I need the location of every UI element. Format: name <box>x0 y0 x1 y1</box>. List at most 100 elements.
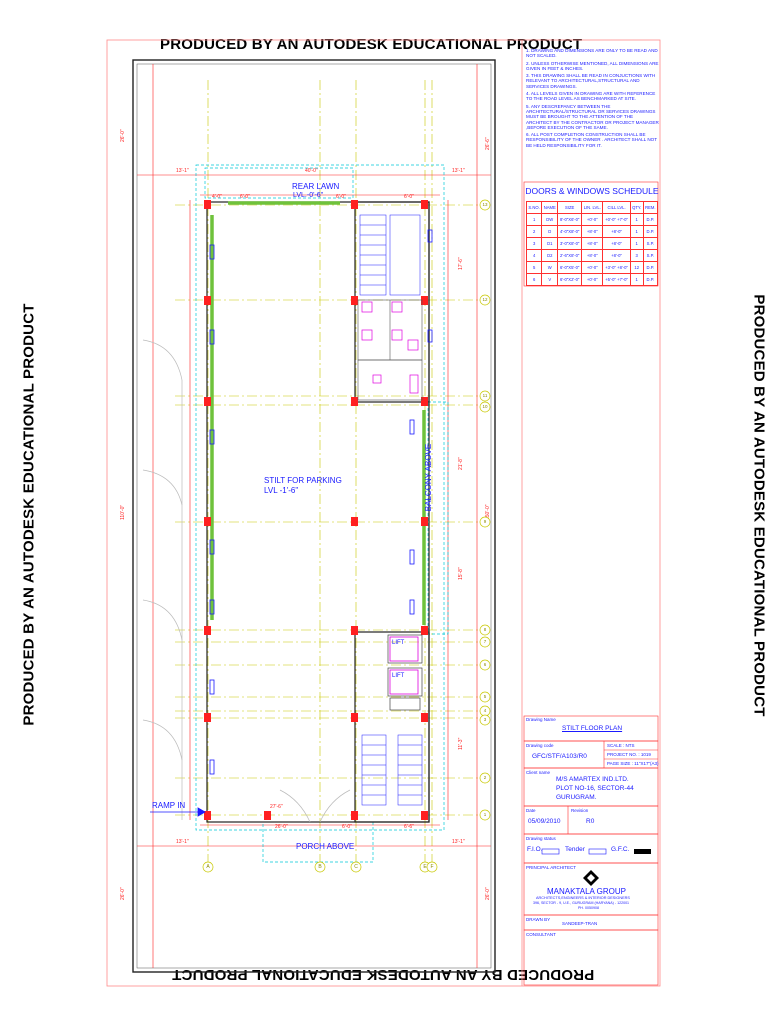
svg-text:4'-0": 4'-0" <box>212 194 222 200</box>
windows <box>209 229 433 775</box>
schedule-cell: 2 <box>525 225 543 238</box>
schedule-cell: +8'-0" <box>602 237 631 250</box>
schedule-cell: D <box>541 225 559 238</box>
svg-text:26'-0": 26'-0" <box>120 887 126 900</box>
status-fio: F.I.O. <box>527 846 543 853</box>
svg-text:40'-0": 40'-0" <box>305 168 318 174</box>
svg-text:6'-0": 6'-0" <box>336 194 346 200</box>
toilet-fixtures <box>361 301 419 394</box>
schedule-cell: 1 <box>629 213 644 226</box>
schedule-cell: D.P. <box>642 273 659 286</box>
dimension-text: 13'-1" 13'-1" 13'-1" 13'-1" 40'-0" 27'-6… <box>120 129 491 900</box>
firm-name: MANAKTALA GROUP <box>547 887 626 896</box>
status-gfc: G.F.C. <box>611 846 630 853</box>
schedule-cell: 5 <box>525 261 543 274</box>
consultant-label: CONSULTANT <box>526 932 556 937</box>
schedule-title: DOORS & WINDOWS SCHEDULE <box>525 186 659 196</box>
ramp-arrow <box>150 807 206 817</box>
schedule-cell: S.P. <box>642 237 659 250</box>
schedule-cell: 1 <box>525 213 543 226</box>
schedule-header: LIN. LVL. <box>581 201 604 214</box>
schedule-cell: 3'-0"X8'-0" <box>557 237 583 250</box>
client-line-1: M/S AMARTEX IND.LTD. <box>556 776 629 783</box>
columns <box>204 200 428 820</box>
grid-bubble-label: 13 <box>482 202 488 207</box>
grid-bubble-label: 8 <box>483 627 487 632</box>
table-row: 6 V 6'-0"X2'-0" +0'-0" +5'-0" +7'-0" 1 D… <box>525 273 659 286</box>
note-item: 6. ALL POST COMPLETION CONSTRUCTION SHAL… <box>526 132 657 148</box>
ramp-in-label: RAMP IN <box>152 801 186 810</box>
schedule-header: REM. <box>642 201 659 214</box>
revision-label: Revision <box>571 808 589 813</box>
client-line-3: GURUGRAM. <box>556 794 597 801</box>
grid-bubble-label: 10 <box>482 404 488 409</box>
schedule-cell: +0'-0" +7'-0" <box>602 213 631 226</box>
schedule-cell: D.P. <box>642 213 659 226</box>
grid-bubble-label: B <box>318 864 322 870</box>
firm-subtitle-2: 396, SECTOR - 9, U.E., GURUGRAM (HARYANA… <box>533 901 630 905</box>
scale-text: SCALE : NTS <box>607 743 635 748</box>
note-item: 1. DRAWING AND DIMENSIONS ARE ONLY TO BE… <box>526 48 658 59</box>
schedule-cell: 8'-0"X6'-0" <box>557 213 583 226</box>
lift-label-2: LIFT <box>392 673 405 679</box>
client-name-label: Client name <box>526 770 551 775</box>
dimension-lines <box>137 64 491 968</box>
svg-text:27'-6": 27'-6" <box>270 804 283 810</box>
schedule-cell: D.P. <box>642 261 659 274</box>
svg-text:6'-0": 6'-0" <box>240 194 250 200</box>
driveway-arcs <box>142 339 351 823</box>
lift-core <box>387 634 423 711</box>
svg-text:15'-8": 15'-8" <box>458 567 464 580</box>
grid-bubbles-right <box>479 199 491 821</box>
grid-bubble-label: 2 <box>483 775 487 780</box>
drawn-by-label: DRAWN BY <box>526 917 551 922</box>
stilt-parking-level: LVL -1'-6" <box>264 486 299 495</box>
schedule-cell: 2'-6"X8'-0" <box>557 249 583 262</box>
svg-text:6'-6": 6'-6" <box>404 824 414 830</box>
schedule-cell: 6'-0"X5'-0" <box>557 261 583 274</box>
plot-inner-line <box>136 63 492 969</box>
svg-text:26'-6": 26'-6" <box>485 137 491 150</box>
table-row: 2 D 4'-0"X8'-0" +8'-0" +8'-0" 1 D.P. <box>525 225 659 238</box>
svg-text:13'-1": 13'-1" <box>452 168 465 174</box>
table-row: 1 DW 8'-0"X6'-0" +0'-0" +0'-0" +7'-0" 1 … <box>525 213 659 226</box>
grid-bubble-label: 5 <box>483 694 487 699</box>
sheet-border <box>106 39 661 987</box>
schedule-header: SIZE <box>557 201 583 214</box>
note-item: 5. ANY DESCREPANCY BETWEEN THE ARCHITECT… <box>526 103 659 130</box>
svg-text:26'-0": 26'-0" <box>120 129 126 142</box>
svg-text:6'-0": 6'-0" <box>342 824 352 830</box>
schedule-cell: S.P. <box>642 249 659 262</box>
schedule-cell: V <box>541 273 559 286</box>
svg-text:13'-1": 13'-1" <box>452 839 465 845</box>
schedule-cell: 4 <box>525 249 543 262</box>
lift-label-1: LIFT <box>392 640 405 646</box>
schedule-cell: 12 <box>629 261 644 274</box>
grid-bubble-label: C <box>354 864 358 870</box>
grid-bubble-label: 4 <box>483 708 487 713</box>
note-item: 4. ALL LEVELS GIVEN IN DRAWING ARE WITH … <box>526 91 656 102</box>
svg-text:21'-8": 21'-8" <box>458 457 464 470</box>
rear-lawn-level: LVL.-0'-6" <box>293 192 324 199</box>
grid-bubbles-bottom <box>202 861 438 873</box>
general-notes: 1. DRAWING AND DIMENSIONS ARE ONLY TO BE… <box>526 48 660 150</box>
plot-outline <box>132 59 496 973</box>
stair-top <box>359 214 421 296</box>
grid-bubble-label: 7 <box>483 639 487 644</box>
schedule-header: NAME <box>541 201 559 214</box>
svg-text:13'-1": 13'-1" <box>176 168 189 174</box>
schedule-cell: 1 <box>629 237 644 250</box>
grid-bubble-label: F <box>430 864 434 870</box>
grid-bubble-label: 12 <box>482 297 488 302</box>
schedule-cell: +0'-0" <box>581 213 604 226</box>
schedule-cell: 6'-0"X2'-0" <box>557 273 583 286</box>
grid-bubble-label: E <box>423 864 427 870</box>
balcony-above-label: BALCONY ABOVE <box>424 443 434 512</box>
grid-lines-horizontal <box>175 204 480 816</box>
svg-text:110'-0": 110'-0" <box>120 505 126 520</box>
project-no-text: PROJECT NO. : 1019 <box>607 752 651 757</box>
svg-text:26'-0": 26'-0" <box>275 824 288 830</box>
grid-bubble-label: 11 <box>482 393 488 398</box>
schedule-cell: +8'-0" <box>581 237 604 250</box>
